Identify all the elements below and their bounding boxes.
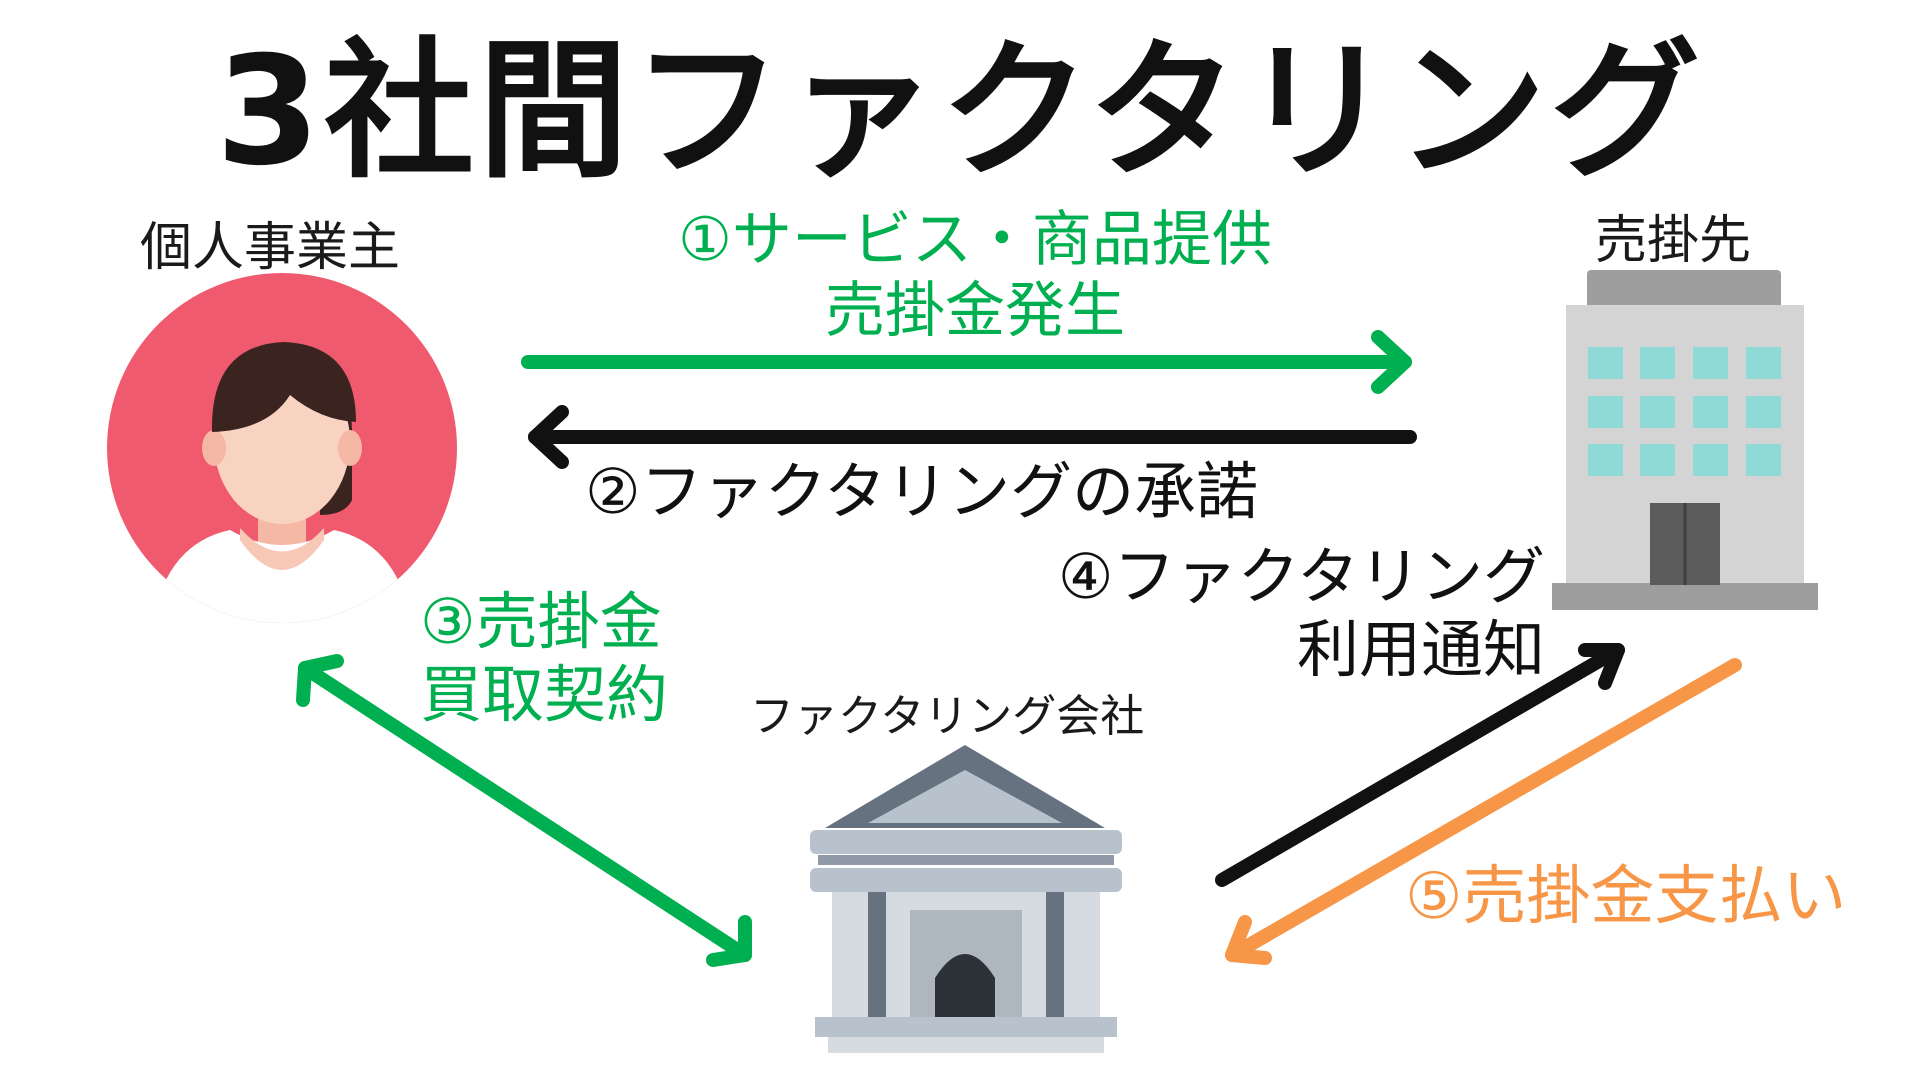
step1-line1: ①サービス・商品提供 (678, 205, 1272, 275)
page-title: 3社間ファクタリング (215, 25, 1705, 199)
arrow-step3 (296, 654, 752, 967)
step4-label: ④ファクタリング 利用通知 (985, 540, 1545, 686)
step4-line2: 利用通知 (1296, 613, 1545, 687)
arrow-step1 (521, 330, 1412, 394)
step1-label: ①サービス・商品提供 売掛金発生 (625, 205, 1325, 347)
step3-line1: ③売掛金 (420, 585, 662, 658)
step1-line2: 売掛金発生 (825, 275, 1125, 346)
bank-building-icon (810, 745, 1122, 1053)
step3-label: ③売掛金 買取契約 (420, 585, 668, 731)
arrow-step5 (1225, 658, 1742, 965)
step2-label: ②ファクタリングの承諾 (585, 455, 1259, 528)
person-avatar-icon (107, 273, 457, 623)
step3-line2: 買取契約 (420, 658, 669, 732)
arrow-step4 (1215, 643, 1625, 887)
step4-line1: ④ファクタリング (1057, 540, 1545, 613)
factoring-company-label: ファクタリング会社 (750, 691, 1145, 742)
individual-label: 個人事業主 (140, 218, 401, 278)
step5-label: ⑤売掛金支払い (1405, 860, 1847, 934)
office-building-icon (1552, 270, 1818, 610)
customer-label: 売掛先 (1595, 211, 1752, 271)
arrow-step2 (528, 405, 1417, 469)
